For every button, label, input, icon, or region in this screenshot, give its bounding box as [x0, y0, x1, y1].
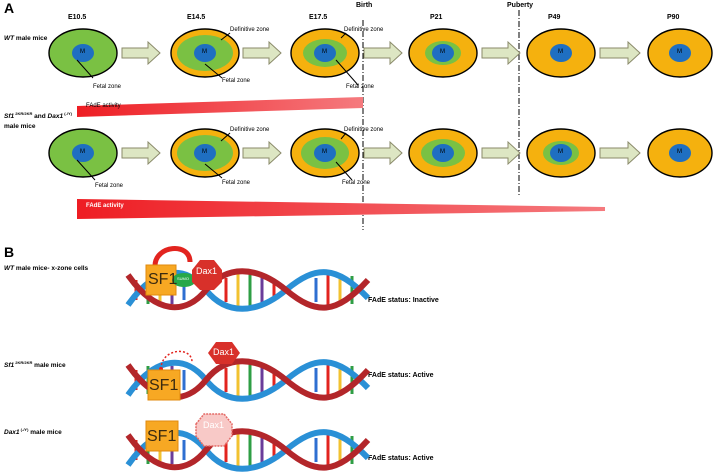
medulla-label: M	[558, 149, 563, 155]
progression-arrow	[599, 140, 641, 166]
progression-arrow	[242, 40, 282, 66]
pointer-line	[340, 32, 347, 39]
sumo-protein	[172, 273, 196, 287]
pointer-line	[76, 59, 94, 79]
stage-label: P49	[548, 14, 561, 21]
stage-label: E14.5	[187, 14, 206, 21]
sf1-label: SF1	[149, 377, 179, 394]
fade-activity-label: FAdE activity	[86, 103, 121, 109]
stage-label: E17.5	[309, 14, 328, 21]
medulla-label: M	[440, 149, 445, 155]
fade-status: FAdE status: Inactive	[368, 297, 439, 304]
sf1-protein	[147, 369, 181, 401]
sf1-protein	[145, 420, 179, 452]
fetal-zone-label: Fetal zone	[342, 180, 371, 186]
pointer-line	[204, 63, 223, 79]
progression-arrow	[121, 40, 161, 66]
pointer-line	[204, 163, 223, 179]
panel-b-row-label: Dax1 (-/Y) male mice	[4, 427, 62, 437]
progression-arrow	[121, 140, 161, 166]
dax1-label: Dax1	[213, 347, 235, 357]
dax1-protein	[208, 342, 240, 364]
adrenal-gland-e10-5-mut	[48, 128, 118, 178]
progression-arrow	[242, 140, 282, 166]
medulla-label: M	[322, 149, 327, 155]
stage-label: E10.5	[68, 14, 87, 21]
progression-arrow	[599, 40, 641, 66]
dax1-protein	[192, 260, 222, 290]
medulla-label: M	[322, 49, 327, 55]
adrenal-gland-e14-5-mut	[170, 128, 240, 178]
adrenal-gland-e17-5-mut	[290, 128, 360, 178]
fade-status: FAdE status: Active	[368, 455, 434, 462]
fetal-zone-label: Fetal zone	[222, 180, 251, 186]
pointer-line	[335, 161, 353, 181]
repression-arrow	[152, 246, 193, 267]
adrenal-gland-e10-5-wt	[48, 28, 118, 78]
progression-arrow	[481, 140, 521, 166]
adrenal-gland-p49-mut	[526, 128, 596, 178]
medulla-label: M	[80, 149, 85, 155]
dax1-label: Dax1	[203, 420, 225, 430]
puberty-label: Puberty	[507, 2, 534, 9]
adrenal-gland-p49-wt	[526, 28, 596, 78]
progression-arrow	[481, 40, 521, 66]
panel-b-row-label: WT male mice- x-zone cells	[4, 265, 89, 272]
definitive-zone-label: Definitive zone	[344, 27, 384, 33]
pointer-line	[76, 159, 96, 181]
fade-activity-wedge-wt	[77, 97, 363, 117]
row-label-mutant: Sf1 2KR/2KR and Dax1 (-/Y)male mice	[4, 111, 72, 131]
pointer-line	[220, 132, 231, 142]
panel-b-row-label: Sf1 2KR/2KR male mice	[4, 360, 66, 370]
fade-activity-label: FAdE activity	[86, 203, 124, 209]
fetal-zone-label: Fetal zone	[222, 78, 251, 84]
definitive-zone-label: Definitive zone	[230, 27, 270, 33]
dax1-label: Dax1	[196, 266, 218, 276]
panel-b-diagram	[0, 246, 713, 473]
medulla-label: M	[440, 49, 445, 55]
panel-b-label: B	[4, 244, 15, 260]
pointer-line	[335, 59, 359, 86]
adrenal-gland-p21-wt	[408, 28, 478, 78]
sf1-label: SF1	[147, 428, 177, 445]
fetal-zone-label: Fetal zone	[346, 84, 375, 90]
medulla-label: M	[677, 149, 682, 155]
adrenal-gland-e14-5-wt	[170, 28, 240, 78]
stage-label: P21	[430, 14, 443, 21]
pointer-line	[220, 32, 231, 41]
sumo-label: SUMO	[177, 276, 189, 281]
sf1-label: SF1	[148, 271, 178, 288]
progression-arrow	[363, 140, 403, 166]
fade-activity-wedge-mutant	[77, 199, 605, 219]
dax1-protein-absent	[195, 413, 233, 447]
adrenal-gland-p90-mut	[647, 128, 713, 178]
adrenal-gland-p90-wt	[647, 28, 713, 78]
medulla-label: M	[558, 49, 563, 55]
lost-repression-arrow	[160, 350, 193, 370]
medulla-label: M	[202, 149, 207, 155]
medulla-label: M	[202, 49, 207, 55]
adrenal-gland-p21-mut	[408, 128, 478, 178]
definitive-zone-label: Definitive zone	[230, 127, 270, 133]
fetal-zone-label: Fetal zone	[93, 84, 122, 90]
definitive-zone-label: Definitive zone	[344, 127, 384, 133]
medulla-label: M	[80, 49, 85, 55]
panel-a-diagram	[48, 10, 713, 230]
pointer-line	[340, 132, 347, 140]
stage-label: P90	[667, 14, 680, 21]
fade-status: FAdE status: Active	[368, 372, 434, 379]
medulla-label: M	[677, 49, 682, 55]
progression-arrow	[363, 40, 403, 66]
panel-a-label: A	[4, 0, 15, 16]
birth-label: Birth	[356, 2, 373, 9]
row-label-wt: WT male mice	[4, 35, 48, 42]
fetal-zone-label: Fetal zone	[95, 183, 124, 189]
